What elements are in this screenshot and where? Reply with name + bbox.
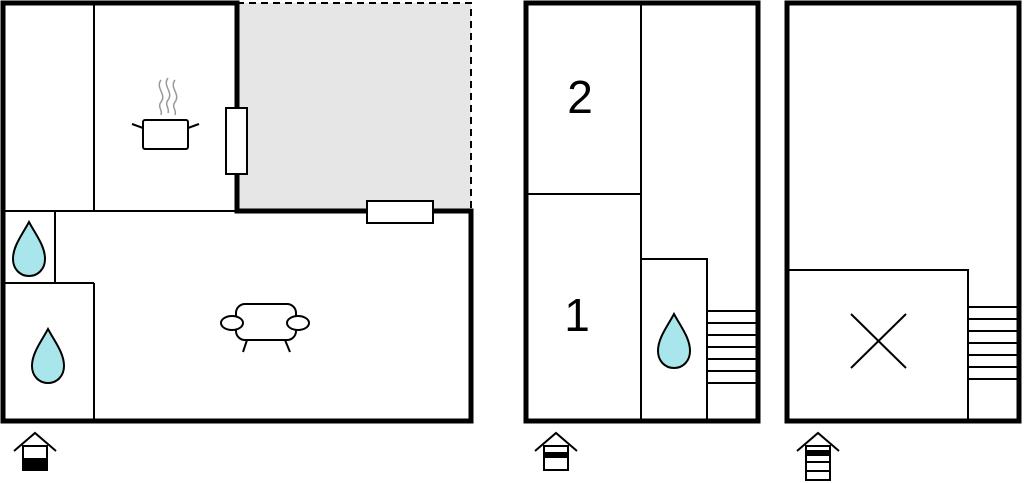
water-drop-icon <box>12 221 46 277</box>
second-floor-plan <box>784 0 1022 481</box>
floor-level-second-icon <box>796 431 840 481</box>
second-inner-walls <box>787 269 969 421</box>
bedroom-number: 2 <box>567 71 593 123</box>
bedroom-number: 1 <box>564 289 590 341</box>
first-floor-plan: 2 1 <box>523 0 761 471</box>
staircase-icon <box>707 310 758 384</box>
staircase-icon <box>968 306 1019 380</box>
floor-level-first-icon <box>534 431 578 471</box>
water-drop-icon <box>657 313 691 369</box>
terrace-boundary <box>237 2 472 211</box>
window-living <box>366 200 434 224</box>
window-kitchen <box>225 107 248 175</box>
first-inner-walls <box>526 3 708 421</box>
cooking-pot-icon <box>131 77 200 150</box>
cross-icon <box>850 313 907 369</box>
ground-inner-walls <box>3 3 237 421</box>
ground-floor-plan <box>0 0 474 471</box>
floor-level-ground-icon <box>13 431 57 471</box>
sofa-icon <box>220 303 310 353</box>
second-outer-wall <box>784 0 1022 424</box>
terrace-area <box>237 3 471 211</box>
water-drop-icon <box>31 328 65 384</box>
